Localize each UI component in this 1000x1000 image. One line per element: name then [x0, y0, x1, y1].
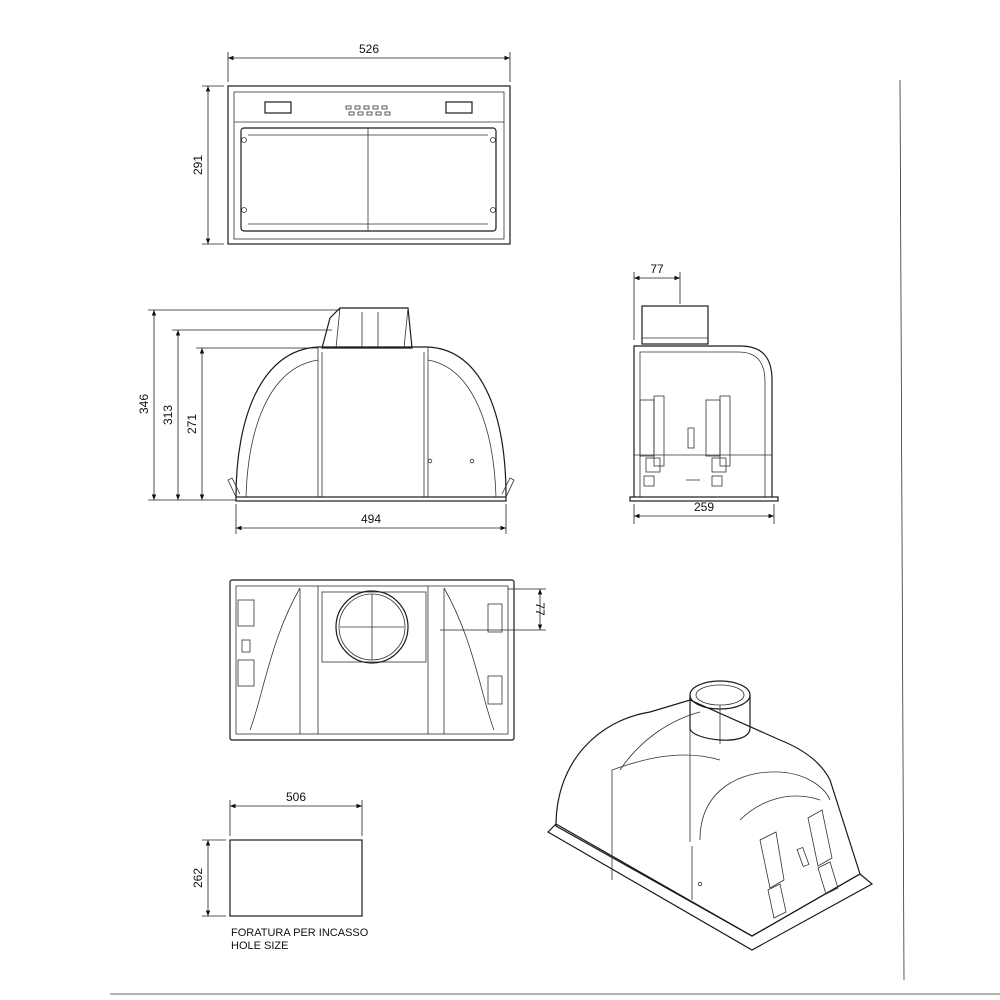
- light-left-icon: [264, 101, 292, 114]
- bracket-right-icon: [487, 603, 503, 705]
- control-buttons-icon: [345, 105, 391, 116]
- cutout-label-italian: FORATURA PER INCASSO: [231, 927, 369, 939]
- scan-edge-line: [899, 79, 905, 981]
- dim-front-height: 291: [191, 155, 205, 175]
- hinge-right-icon: [705, 395, 731, 487]
- duct-outlet: [321, 307, 413, 349]
- clip-icon: [687, 427, 695, 449]
- isometric-view: [547, 680, 874, 951]
- dim-cutout-height: 262: [191, 868, 205, 888]
- top-duct-outlet: [335, 590, 409, 664]
- dim-end-outlet-offset: 77: [650, 262, 664, 276]
- top-view: 77: [229, 579, 547, 741]
- dim-end-depth: 259: [694, 500, 714, 514]
- hood-body: [235, 346, 507, 498]
- front-view: 526 291: [191, 42, 511, 245]
- dim-front-width: 526: [359, 42, 379, 56]
- grease-filter: [240, 127, 497, 232]
- hinge-left-icon: [639, 395, 665, 487]
- iso-hinge-left-icon: [759, 831, 787, 919]
- dim-side-mid-height: 313: [161, 405, 175, 425]
- end-duct-outlet: [641, 305, 709, 345]
- dim-top-outlet-offset: 77: [533, 602, 547, 616]
- light-right-icon: [445, 101, 473, 114]
- dim-side-total-height: 346: [137, 394, 151, 414]
- end-view: 77 259: [629, 262, 779, 524]
- iso-hinge-right-icon: [807, 809, 839, 895]
- side-view: 346 313 271 494: [137, 307, 515, 534]
- iso-clip-icon: [796, 847, 810, 867]
- dim-side-body-height: 271: [185, 414, 199, 434]
- dim-side-width: 494: [361, 512, 381, 526]
- iso-body: [555, 699, 861, 937]
- cutout-rectangle: [229, 839, 363, 917]
- cutout-view: 506 262 FORATURA PER INCASSO HOLE SIZE: [191, 790, 369, 952]
- dim-cutout-width: 506: [286, 790, 306, 804]
- bracket-left-icon: [237, 599, 255, 687]
- cutout-label-english: HOLE SIZE: [231, 940, 288, 952]
- iso-base-plate: [547, 823, 874, 951]
